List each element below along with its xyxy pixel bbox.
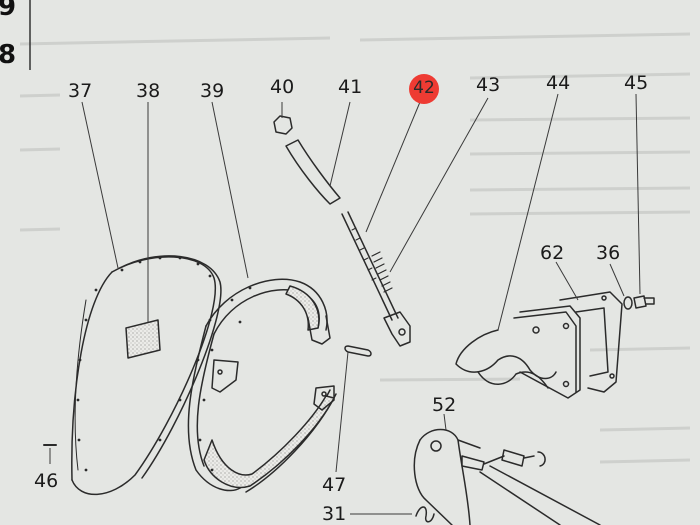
spring-31 (415, 506, 435, 523)
callout-38: 38 (136, 80, 161, 102)
callout-62: 62 (540, 242, 565, 264)
brake-band-39 (187, 278, 337, 493)
callout-37: 37 (68, 80, 93, 102)
washer-36 (623, 296, 633, 310)
lining-patch-38 (125, 319, 161, 359)
gasket-62 (559, 291, 623, 393)
adjusting-rod-42 (341, 211, 411, 347)
background-text-lines (19, 32, 691, 464)
leader-lines (49, 93, 641, 515)
callout-36: 36 (596, 242, 621, 264)
lever-linkage-52 (413, 428, 601, 525)
bracket-44 (455, 305, 581, 399)
callout-47: 47 (322, 474, 347, 496)
callout-42: 42 (413, 78, 435, 98)
callout-41: 41 (338, 76, 363, 98)
highlight-marker[interactable]: 42 (409, 74, 439, 104)
pin-47 (344, 345, 372, 357)
drum-ring-37 (71, 255, 222, 496)
callout-44: 44 (546, 72, 571, 94)
callout-52: 52 (432, 394, 457, 416)
callout-43: 43 (476, 74, 501, 96)
callout-31: 31 (322, 503, 347, 525)
nut-40 (273, 115, 293, 135)
corner-mark-top: 9 (0, 0, 17, 22)
corner-mark-bottom: 8 (0, 40, 17, 70)
callout-40: 40 (270, 76, 295, 98)
sleeve-41 (285, 139, 341, 205)
callout-46: 46 (34, 470, 59, 492)
callout-45: 45 (624, 72, 649, 94)
bolt-45 (633, 295, 655, 309)
callout-39: 39 (200, 80, 225, 102)
